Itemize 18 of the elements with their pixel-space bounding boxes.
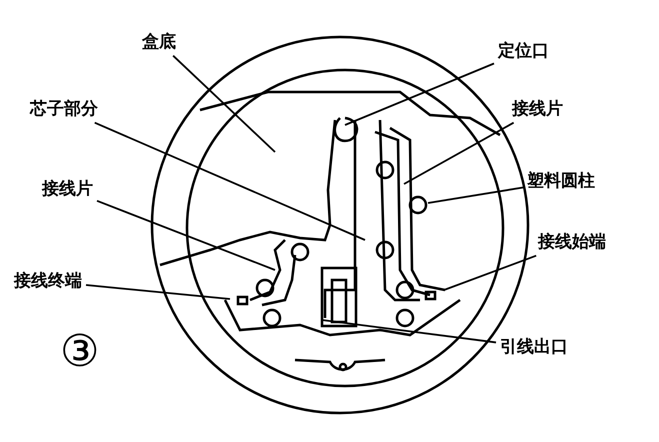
- leader-line: [444, 254, 536, 291]
- leader-line: [322, 319, 496, 344]
- part-label: 接线片: [512, 100, 563, 119]
- part-label: 盒底: [142, 33, 176, 52]
- part-label: 定位口: [498, 42, 549, 61]
- part-label: 接线始端: [538, 233, 606, 252]
- leader-line: [404, 122, 514, 185]
- part-label: 引线出口: [500, 338, 568, 357]
- leader-line: [172, 55, 276, 153]
- leader-line: [96, 200, 276, 271]
- leader-line: [94, 122, 366, 241]
- leader-line: [344, 62, 494, 126]
- part-label: 芯子部分: [30, 100, 98, 119]
- part-label: 塑料圆柱: [527, 172, 595, 191]
- figure-number: ③: [60, 330, 100, 374]
- part-label: 接线终端: [14, 272, 82, 291]
- leader-line: [86, 284, 230, 300]
- part-label: 接线片: [42, 180, 93, 199]
